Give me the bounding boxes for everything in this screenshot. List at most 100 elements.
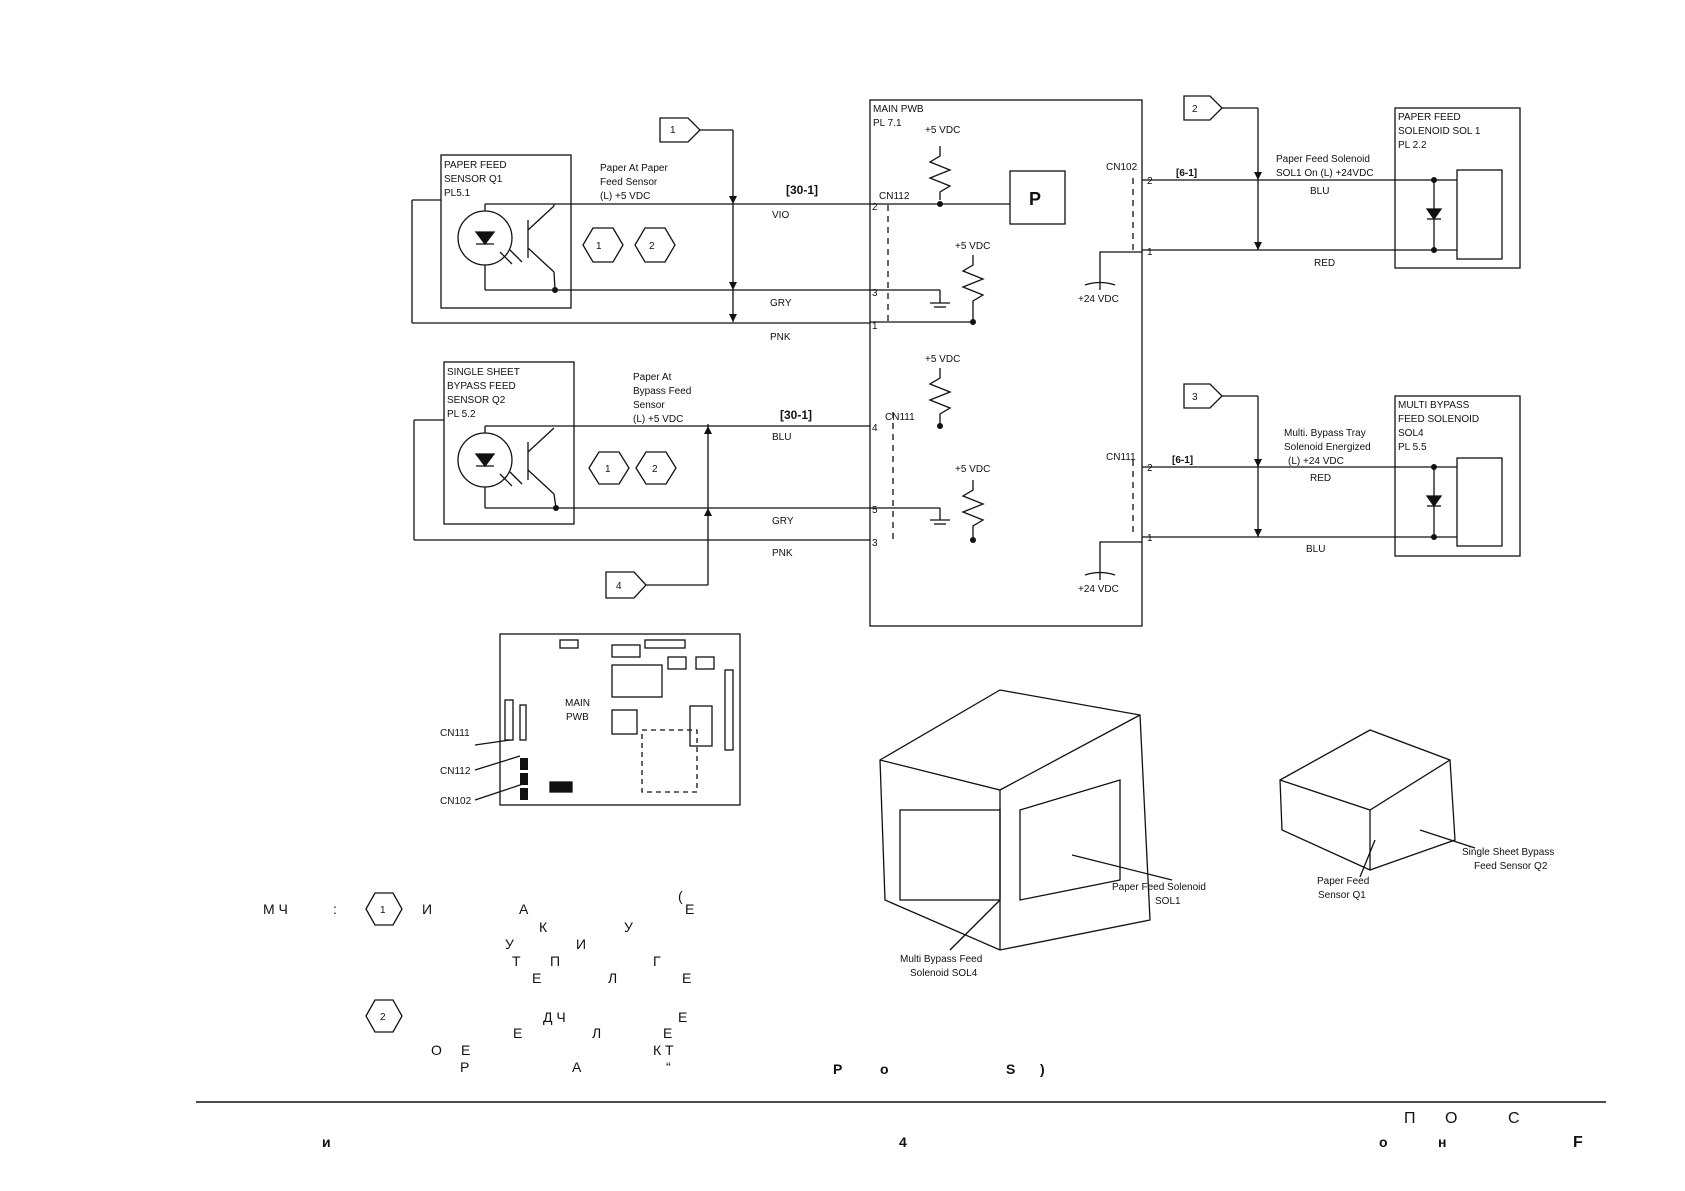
note-r5b: Л [608,970,618,986]
cn111-right-label: CN111 [1106,452,1136,463]
ref-6-1-bottom: [6-1] [1172,455,1193,466]
sig2-line-1: Paper At [633,372,672,383]
note-r8a: О [431,1042,442,1058]
pin-2-b: 2 [1147,176,1153,187]
note-r9c: “ [666,1059,671,1075]
wire-blu-2: BLU [1310,186,1329,197]
sol1-title-1: PAPER FEED [1398,112,1461,123]
note-r9e: o [880,1061,889,1077]
pin-2-c: 2 [1147,463,1153,474]
vdc24-1: +24 VDC [1078,294,1119,305]
sensor2-title-1: SINGLE SHEET [447,367,520,378]
note-r6a: Д Ч [543,1009,566,1025]
sol4-sig-1: Multi. Bypass Tray [1284,428,1366,439]
wire-vio: VIO [772,210,789,221]
wire-blu-3: BLU [1306,544,1325,555]
hex-1-a: 1 [596,241,602,252]
note-r7b: Л [592,1025,602,1041]
note-hex-1: 1 [380,905,386,916]
sensor2-title-3: SENSOR Q2 [447,395,506,406]
sol1-sig-1: Paper Feed Solenoid [1276,154,1370,165]
pin-4: 4 [872,423,878,434]
sensor2-title-2: BYPASS FEED [447,381,516,392]
note-r9a: Р [460,1059,470,1075]
sensor1-title-3: PL5.1 [444,188,471,199]
board-cn102: CN102 [440,796,472,807]
photo-mbf-1: Multi Bypass Feed [900,954,982,965]
wire-red-1: RED [1314,258,1335,269]
pin-2-a: 2 [872,202,878,213]
sig1-line-2: Feed Sensor [600,177,658,188]
sig2-line-3: Sensor [633,400,665,411]
sig2-line-2: Bypass Feed [633,386,691,397]
sol4-title-2: FEED SOLENOID [1398,414,1479,425]
note-r1d: А [519,901,529,917]
footer-b: О [1445,1110,1458,1127]
ref-6-1-top: [6-1] [1176,168,1197,179]
board-cn112: CN112 [440,766,471,777]
note-r9d: P [833,1061,843,1077]
callout-1-label: 1 [670,125,676,136]
pin-3-a: 3 [872,288,878,299]
photo-mbf-2: Solenoid SOL4 [910,968,978,979]
footer-a: П [1404,1110,1416,1127]
note-r1a: М Ч [263,901,288,917]
note-r8b: Е [461,1042,471,1058]
pin-3-b: 3 [872,538,878,549]
sol1-title-3: PL 2.2 [1398,140,1427,151]
board-label-1: MAIN [565,698,590,709]
note-r4b: П [550,953,561,969]
hex-1-b: 1 [605,464,611,475]
vdc24-2: +24 VDC [1078,584,1119,595]
sensor2-title-4: PL 5.2 [447,409,476,420]
sensor1-title-1: PAPER FEED [444,160,507,171]
board-cn111: CN111 [440,728,470,739]
callout-3-label: 3 [1192,392,1198,403]
footer-f: о [1379,1134,1388,1150]
callout-2-label: 2 [1192,104,1198,115]
vdc5-4: +5 VDC [955,464,990,475]
note-r3a: У [505,936,514,952]
photo-ssb-2: Feed Sensor Q2 [1474,861,1548,872]
hex-2-b: 2 [652,464,658,475]
note-r7a: Е [513,1025,523,1041]
note-r1e: ( [678,888,683,904]
photo-pfs-2: SOL1 [1155,896,1181,907]
ref-30-1-bottom: [30-1] [780,408,812,422]
vdc5-1: +5 VDC [925,125,960,136]
note-r2b: У [624,919,633,935]
photo-pfs-1: Paper Feed Solenoid [1112,882,1206,893]
photo-pfq-1: Paper Feed [1317,876,1369,887]
note-r6b: Е [678,1009,688,1025]
note-r5c: Е [682,970,692,986]
p-block-label: P [1029,189,1041,209]
cn111-label: CN111 [885,412,915,423]
footer-d: и [322,1134,331,1150]
ref-30-1-top: [30-1] [786,183,818,197]
sig2-line-4: (L) +5 VDC [633,414,683,425]
sig1-line-3: (L) +5 VDC [600,191,650,202]
pin-1-b: 1 [1147,247,1153,258]
main-pwb-pl: PL 7.1 [873,118,902,129]
sensor1-title-2: SENSOR Q1 [444,174,503,185]
note-r9g: ) [1040,1061,1045,1077]
sig1-line-1: Paper At Paper [600,163,668,174]
note-r4c: Г [653,953,661,969]
wire-gry-2: GRY [772,516,794,527]
note-r2a: К [539,919,548,935]
main-pwb-title: MAIN PWB [873,104,924,115]
wire-pnk-1: PNK [770,332,791,343]
note-r9b: А [572,1059,582,1075]
note-hex-2: 2 [380,1012,386,1023]
sol4-sig-2: Solenoid Energized [1284,442,1371,453]
pin-1-a: 1 [872,321,878,332]
wire-red-2: RED [1310,473,1331,484]
cn112-label: CN112 [879,191,910,202]
wire-pnk-2: PNK [772,548,793,559]
callout-4-label: 4 [616,581,622,592]
pin-1-c: 1 [1147,533,1153,544]
footer-c: С [1508,1110,1520,1127]
note-r3b: И [576,936,587,952]
board-label-2: PWB [566,712,589,723]
